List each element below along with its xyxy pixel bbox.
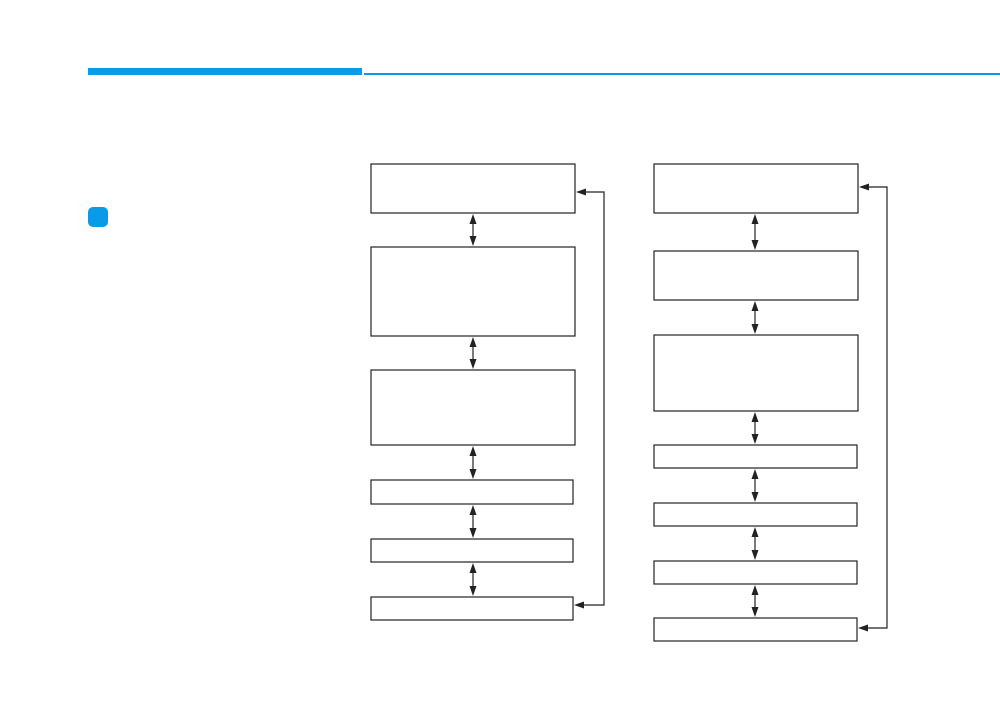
right-flow-connector-1: [751, 214, 759, 250]
right-flow-connector-2: [751, 301, 759, 334]
right-flow-box-1: [653, 163, 859, 214]
right-flow-connector-3: [751, 412, 759, 444]
right-flow-loop-arrow: [858, 183, 888, 632]
right-flowchart: [653, 163, 888, 642]
left-flow-box-2: [370, 246, 576, 337]
right-flow-box-6: [653, 560, 858, 585]
right-flow-connector-5: [751, 527, 759, 560]
left-flow-connector-2: [469, 337, 477, 369]
left-flow-connector-5: [469, 563, 477, 596]
right-flow-box-2: [653, 250, 859, 301]
section-bullet-icon: [88, 207, 108, 227]
left-flowchart: [370, 163, 605, 621]
left-flow-connector-1: [469, 214, 477, 246]
left-flow-box-3: [370, 369, 576, 446]
header-rule: [364, 73, 1000, 75]
left-flow-loop-arrow: [574, 188, 605, 609]
right-flow-box-7: [653, 617, 858, 642]
left-flow-connector-4: [469, 505, 477, 538]
right-flow-box-3: [653, 334, 859, 412]
left-flow-box-1: [370, 163, 576, 214]
left-flow-box-5: [370, 538, 574, 563]
right-flow-connector-6: [751, 585, 759, 617]
header-accent-bar: [88, 68, 362, 75]
left-flow-box-6: [370, 596, 574, 621]
right-flow-connector-4: [751, 469, 759, 502]
left-flow-box-4: [370, 479, 574, 505]
right-flow-box-4: [653, 444, 858, 469]
left-flow-connector-3: [469, 446, 477, 479]
right-flow-box-5: [653, 502, 858, 527]
